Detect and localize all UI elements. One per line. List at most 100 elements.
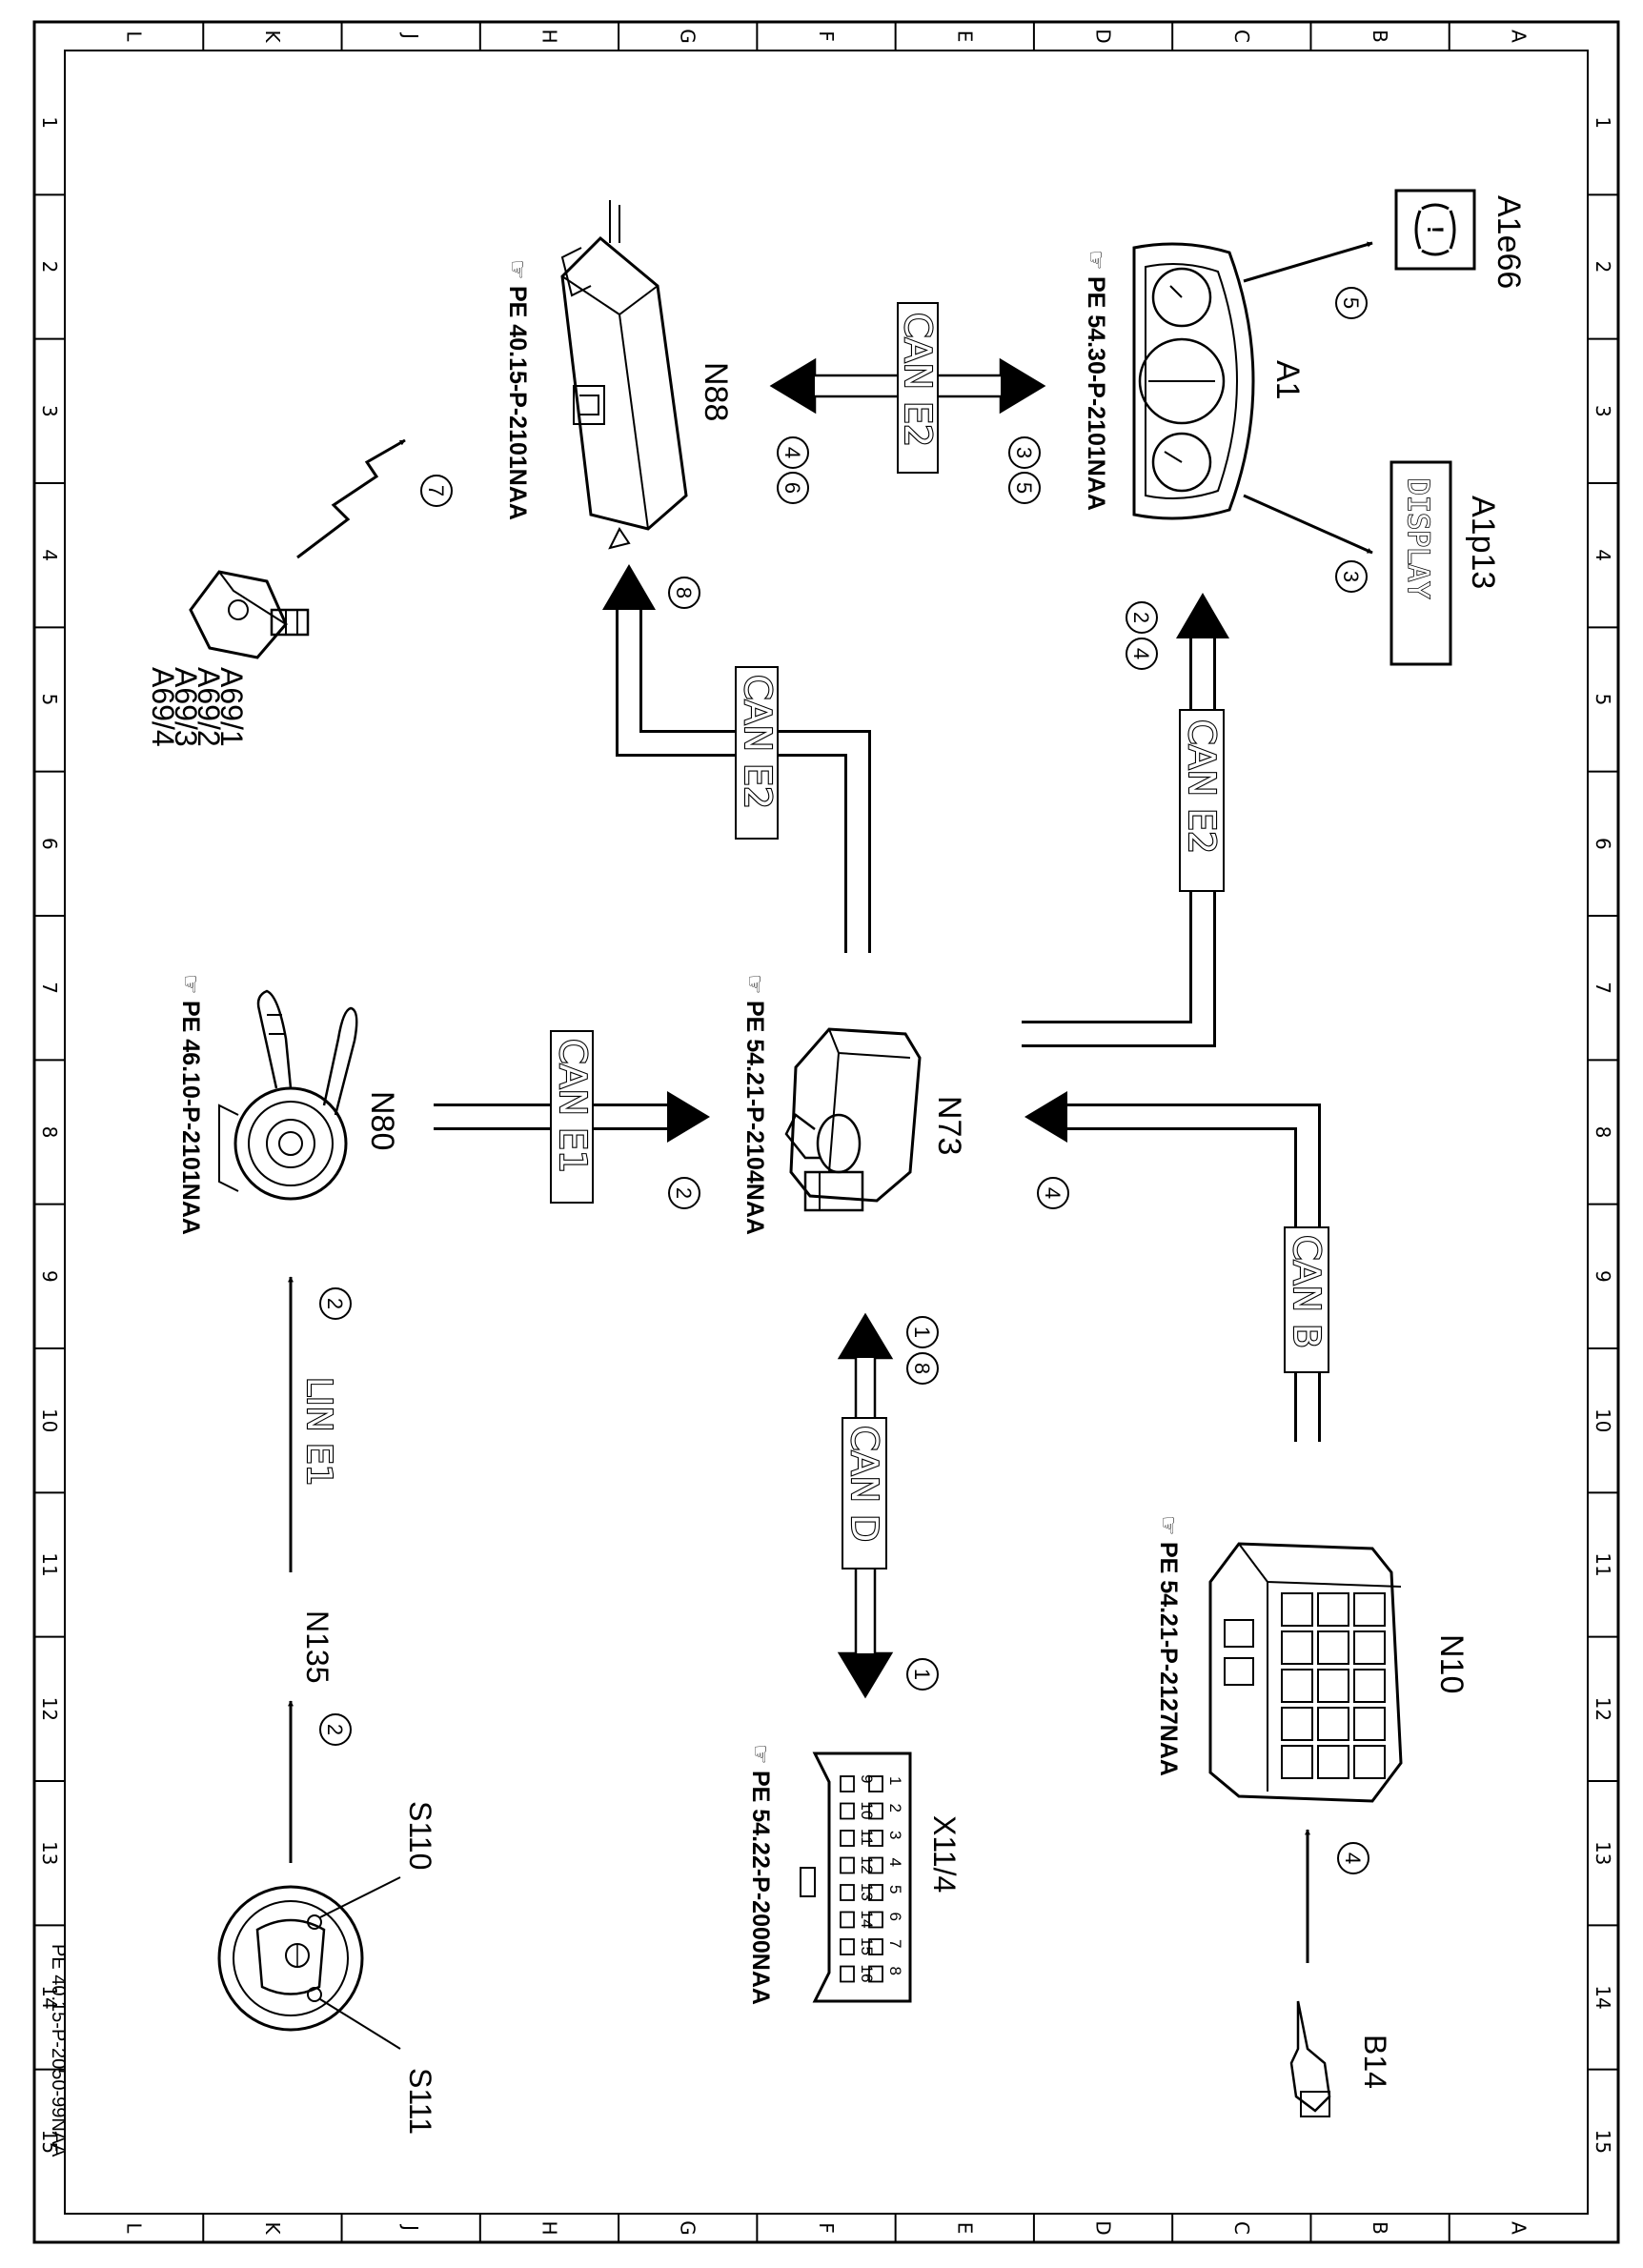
pointing-hand-icon: ☞	[1083, 250, 1108, 271]
step-number: 6	[781, 482, 804, 494]
step-number: 3	[1339, 571, 1363, 582]
grid-row-label: 7	[1592, 982, 1614, 994]
connector-pin	[840, 1965, 855, 1983]
grid-row-label: 8	[1592, 1126, 1614, 1139]
grid-column-label: C	[1230, 2221, 1253, 2235]
s110-button-icon	[307, 1914, 322, 1930]
grid-row-label: 9	[38, 1270, 61, 1283]
step-number: 8	[910, 1363, 934, 1374]
connector-block	[1281, 1707, 1313, 1741]
grid-row-label: 3	[38, 405, 61, 417]
grid-column-label: H	[538, 2220, 560, 2235]
grid-row-label: 12	[1592, 1697, 1614, 1721]
can-e1-bus: CAN E1	[431, 1030, 710, 1204]
pin-number: 4	[886, 1858, 904, 1867]
grid-row-label: 2	[1592, 261, 1614, 273]
pin-number: 5	[886, 1885, 904, 1893]
grid-row-label: 5	[1592, 694, 1614, 706]
pin-number: 12	[858, 1856, 876, 1874]
grid-row-label: 6	[38, 838, 61, 850]
pin-number: 2	[886, 1804, 904, 1812]
step-badge: 2	[319, 1287, 352, 1320]
n10-sam-control-unit: N10 PE 54.21-P-2127NAA ☞	[1155, 1515, 1470, 1803]
grid-column-label: F	[815, 2222, 838, 2234]
connector-pin	[868, 1775, 883, 1792]
grid-row-label: 13	[38, 1841, 61, 1865]
drawing-frame	[32, 20, 1620, 2244]
step-badge: 2	[1126, 601, 1158, 634]
n73-label: N73	[931, 1096, 967, 1155]
grid-column-label: A	[1507, 30, 1530, 43]
step-badge: 7	[420, 475, 453, 507]
step-number: 4	[1129, 648, 1153, 659]
connector-pin	[868, 1884, 883, 1901]
connector-block	[1353, 1707, 1386, 1741]
bus-label: CAN E2	[737, 675, 779, 809]
n80-steering-column-module: N80 PE 46.10-P-2101NAA ☞	[177, 974, 400, 1235]
step-badge: 2	[319, 1713, 352, 1746]
connector-block	[1317, 1669, 1349, 1703]
connector-pin	[840, 1802, 855, 1820]
grid-row-label: 7	[38, 982, 61, 994]
step-badge: 1	[906, 1316, 939, 1348]
grid-row-label: 1	[38, 116, 61, 129]
n73-electronic-ignition-switch: N73 PE 54.21-P-2104NAA ☞	[741, 974, 967, 1235]
a69-label: A69/1	[214, 667, 249, 747]
grid-column-label: C	[1230, 30, 1253, 43]
connector-pin	[840, 1911, 855, 1929]
grid-row-label: 8	[38, 1126, 61, 1139]
pointing-hand-icon: ☞	[741, 974, 767, 995]
step-number: 8	[672, 587, 696, 598]
connector-pin	[868, 1965, 883, 1983]
grid-row-label: 6	[1592, 838, 1614, 850]
s111-button-icon	[307, 1987, 322, 2002]
grid-row-label: 4	[1592, 549, 1614, 561]
grid-row-label: 10	[38, 1408, 61, 1432]
arrow-a1-to-a1p13	[1243, 494, 1373, 555]
s111-label: S111	[403, 2068, 437, 2135]
a69-label: A69/3	[169, 667, 203, 747]
step-badge: 4	[1037, 1177, 1069, 1209]
bus-label: CAN E1	[552, 1039, 594, 1173]
a69-label: A69/4	[146, 667, 180, 747]
grid-column-label: H	[538, 29, 560, 43]
pin-number: 1	[886, 1776, 904, 1785]
grid-column-label: A	[1507, 2221, 1530, 2235]
connector-block	[1281, 1630, 1313, 1665]
a69-label: A69/2	[192, 667, 226, 747]
pin-number: 6	[886, 1913, 904, 1921]
connector-pin	[868, 1938, 883, 1955]
step-number: 5	[1012, 482, 1036, 494]
connector-block	[1281, 1745, 1313, 1779]
connector-pin	[840, 1938, 855, 1955]
step-number: 4	[1341, 1853, 1365, 1864]
connector-block	[1353, 1745, 1386, 1779]
step-badge: 8	[668, 577, 700, 609]
step-number: 7	[424, 485, 448, 496]
n80-label: N80	[364, 1091, 400, 1150]
lin-e1-label: LIN E1	[299, 1377, 338, 1487]
b14-temperature-sensor: B14	[1289, 2000, 1392, 2117]
connector-block	[1317, 1592, 1349, 1627]
pin-number: 3	[886, 1831, 904, 1839]
grid-row-label: 5	[38, 694, 61, 706]
grid-row-label: 15	[38, 2130, 61, 2154]
grid-column-label: K	[261, 30, 284, 43]
grid-column-label: K	[261, 2221, 284, 2235]
a1-reference: PE 54.30-P-2101NAA	[1083, 276, 1109, 511]
display-text: DISPLAY	[1401, 478, 1434, 598]
grid-column-label: J	[399, 2223, 422, 2231]
document-id: PE 40.15-P-2050-99NAA	[48, 1944, 69, 2157]
grid-column-label: J	[399, 31, 422, 39]
pin-number: 10	[858, 1802, 876, 1820]
connector-pin	[840, 1775, 855, 1792]
step-number: 3	[1012, 447, 1036, 458]
can-e2-bus-mid: CAN E2	[602, 564, 871, 953]
step-number: 4	[781, 447, 804, 458]
pin-number: 7	[886, 1939, 904, 1948]
step-number: 5	[1339, 297, 1363, 309]
bus-label: CAN D	[843, 1426, 885, 1542]
pin-number: 14	[858, 1911, 876, 1929]
grid-row-label: 9	[1592, 1270, 1614, 1283]
